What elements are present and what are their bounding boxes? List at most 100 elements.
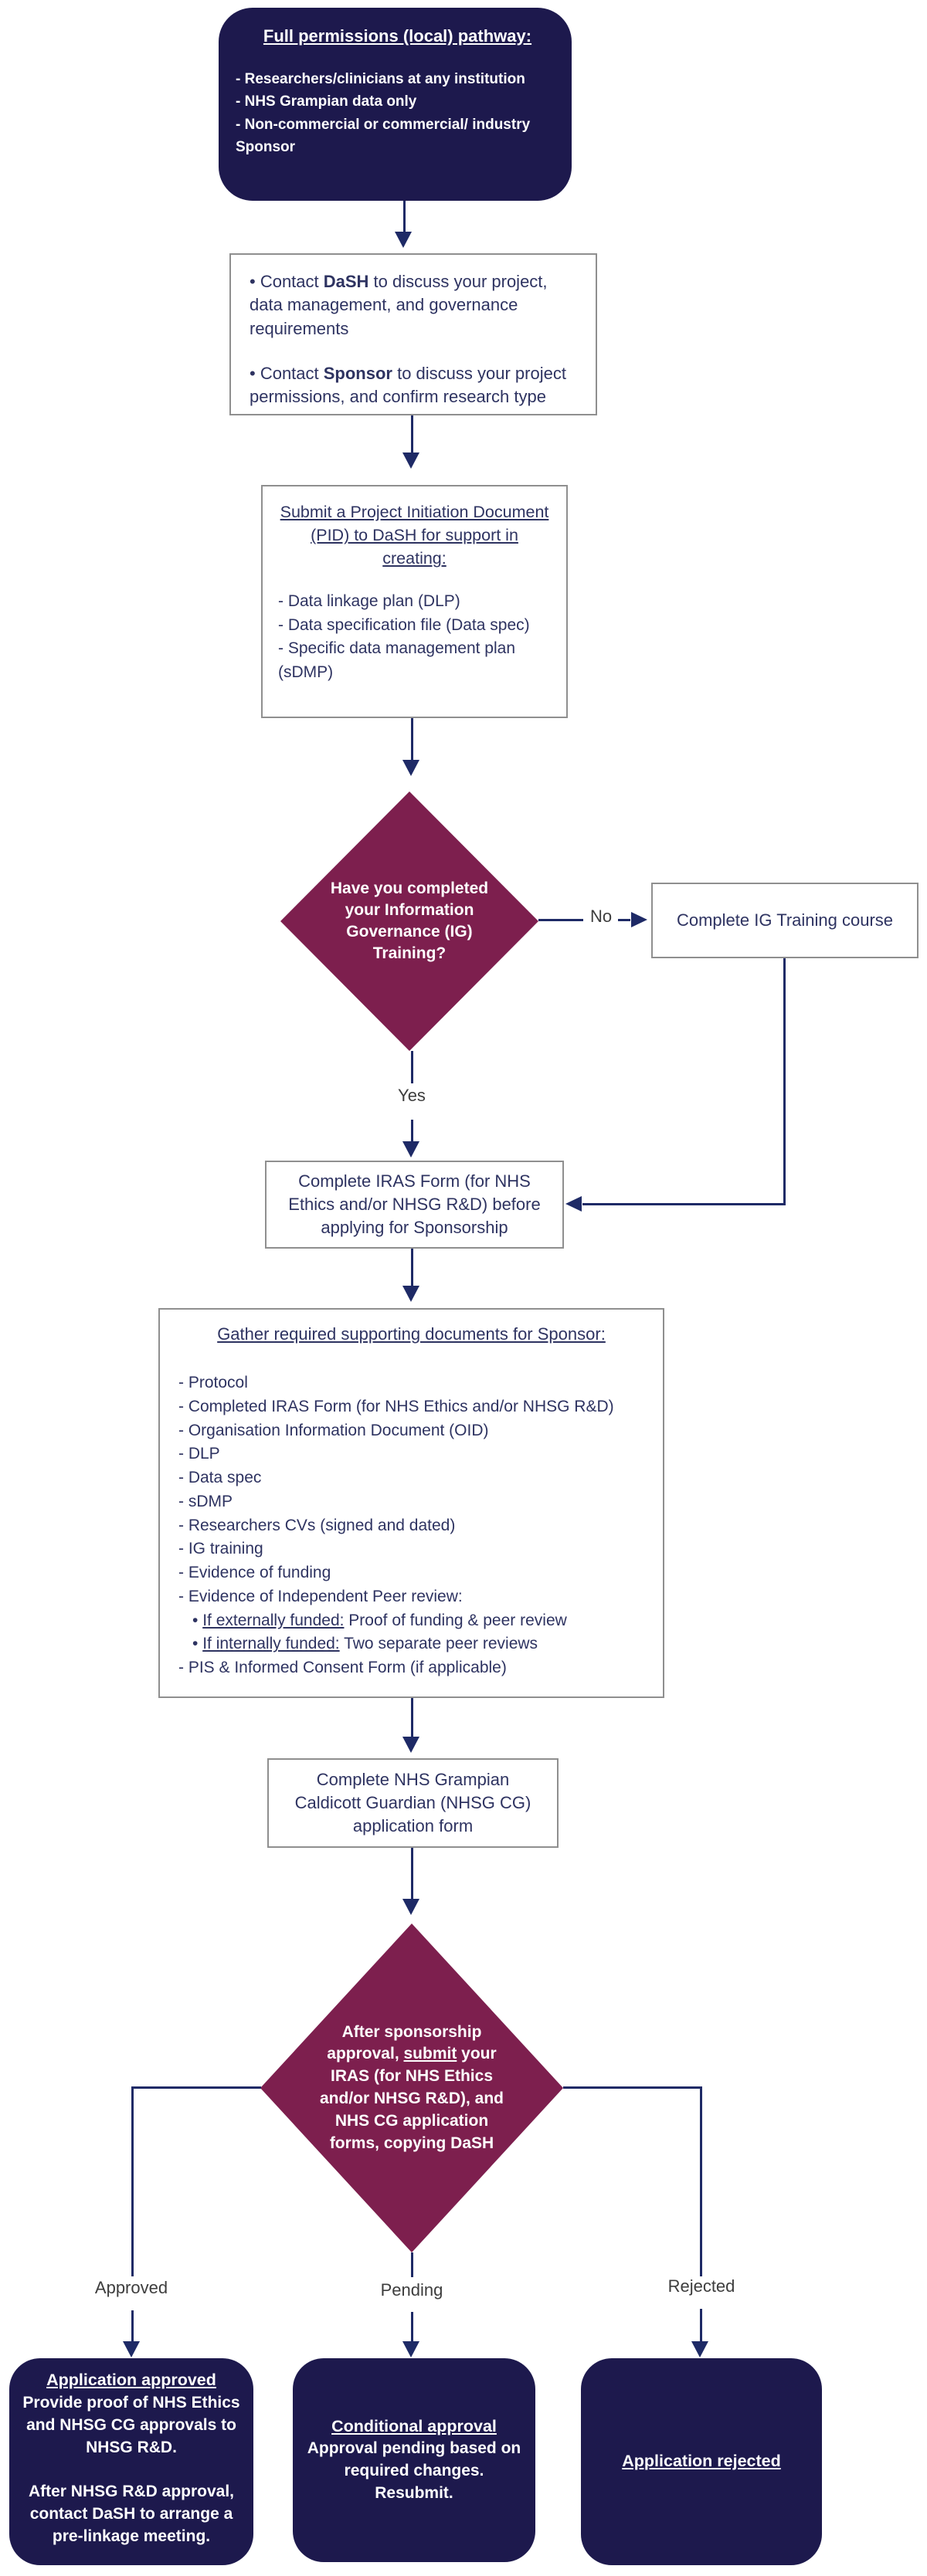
start-node-item: - NHS Grampian data only bbox=[236, 93, 417, 110]
connector-yes-branch bbox=[411, 1120, 413, 1141]
gather-item: - Researchers CVs (signed and dated) bbox=[178, 1516, 456, 1534]
conditional-outcome-body2: Resubmit. bbox=[375, 2484, 453, 2503]
pid-node-item: - Specific data management plan (sDMP) bbox=[278, 639, 516, 681]
gather-bullet-internal: • If internally funded: Two separate pee… bbox=[178, 1632, 644, 1656]
connector-approved-horizontal bbox=[131, 2086, 261, 2089]
connector-approved-vertical bbox=[131, 2086, 134, 2276]
connector-contact-pid bbox=[411, 415, 413, 454]
ig-decision-text: Have you completed your Information Gove… bbox=[330, 879, 489, 963]
iras-text: Complete IRAS Form (for NHS Ethics and/o… bbox=[288, 1171, 541, 1237]
pid-node: Submit a Project Initiation Document (PI… bbox=[261, 485, 568, 718]
connector-rejected-horizontal bbox=[563, 2086, 701, 2089]
arrowhead-down-icon bbox=[395, 232, 412, 248]
pid-node-heading: Submit a Project Initiation Document (PI… bbox=[280, 503, 549, 568]
ig-decision-diamond: Have you completed your Information Gove… bbox=[280, 791, 538, 1051]
connector-pending-vertical bbox=[411, 2312, 413, 2341]
contact-bullet-2-bold: Sponsor bbox=[323, 364, 392, 384]
gather-item: - sDMP bbox=[178, 1492, 233, 1510]
gather-item: - Evidence of Independent Peer review: bbox=[178, 1587, 463, 1605]
edge-label-rejected: Rejected bbox=[667, 2276, 735, 2296]
contact-node: • Contact DaSH to discuss your project, … bbox=[229, 253, 597, 415]
submit-decision-pre: After sponsorship approval, bbox=[327, 2022, 482, 2063]
arrowhead-down-icon bbox=[402, 760, 419, 776]
arrowhead-right-icon bbox=[631, 912, 647, 927]
connector-rejected-vertical bbox=[700, 2086, 702, 2276]
gather-bullet-underlined: If internally funded: bbox=[202, 1635, 340, 1653]
start-node-item: - Researchers/clinicians at any institut… bbox=[236, 71, 525, 87]
edge-label-no: No bbox=[589, 907, 613, 926]
connector-no-branch bbox=[538, 919, 583, 921]
arrowhead-down-icon bbox=[123, 2341, 140, 2357]
conditional-outcome-body1: Approval pending based on required chang… bbox=[307, 2439, 521, 2480]
contact-bullet-1-pre: • Contact bbox=[250, 272, 324, 291]
gather-documents-node: Gather required supporting documents for… bbox=[158, 1308, 664, 1698]
gather-heading: Gather required supporting documents for… bbox=[217, 1324, 606, 1344]
conditional-outcome-title: Conditional approval bbox=[331, 2416, 497, 2435]
gather-item: - Evidence of funding bbox=[178, 1564, 331, 1582]
pid-node-item: - Data specification file (Data spec) bbox=[278, 615, 530, 634]
submit-decision-diamond: After sponsorship approval, submit your … bbox=[260, 1924, 563, 2252]
conditional-outcome-node: Conditional approval Approval pending ba… bbox=[293, 2358, 535, 2562]
gather-item: - Completed IRAS Form (for NHS Ethics an… bbox=[178, 1397, 614, 1415]
gather-bullet-underlined: If externally funded: bbox=[202, 1611, 345, 1629]
gather-bullet-marker: • bbox=[192, 1635, 203, 1653]
arrowhead-down-icon bbox=[402, 1899, 419, 1915]
contact-bullet-1-bold: DaSH bbox=[323, 272, 369, 291]
submit-decision-text: After sponsorship approval, submit your … bbox=[314, 2022, 509, 2155]
rejected-outcome-node: Application rejected bbox=[581, 2358, 822, 2565]
connector-igtraining-iras-horizontal bbox=[582, 1203, 786, 1205]
arrowhead-down-icon bbox=[691, 2341, 708, 2357]
iras-node: Complete IRAS Form (for NHS Ethics and/o… bbox=[265, 1161, 564, 1249]
connector-approved-vertical bbox=[131, 2310, 134, 2341]
contact-bullet-1-rest: to discuss your project, data management… bbox=[250, 272, 548, 338]
contact-bullet-2: • Contact Sponsor to discuss your projec… bbox=[250, 362, 577, 409]
caldicott-guardian-text: Complete NHS Grampian Caldicott Guardian… bbox=[294, 1770, 531, 1835]
gather-bullet-rest: Two separate peer reviews bbox=[339, 1635, 538, 1653]
gather-item: - Organisation Information Document (OID… bbox=[178, 1421, 489, 1439]
start-node: Full permissions (local) pathway: - Rese… bbox=[219, 8, 572, 201]
connector-rejected-vertical bbox=[700, 2309, 702, 2341]
ig-training-node: Complete IG Training course bbox=[651, 883, 919, 958]
approved-outcome-title: Application approved bbox=[46, 2371, 216, 2389]
arrowhead-down-icon bbox=[402, 1286, 419, 1302]
connector-iras-gather bbox=[411, 1249, 413, 1286]
connector-pid-decision bbox=[411, 718, 413, 761]
approved-outcome-node: Application approved Provide proof of NH… bbox=[9, 2358, 253, 2565]
arrowhead-down-icon bbox=[402, 2341, 419, 2357]
gather-item: - PIS & Informed Consent Form (if applic… bbox=[178, 1659, 507, 1677]
gather-item: - Protocol bbox=[178, 1374, 248, 1392]
gather-bullet-rest: Proof of funding & peer review bbox=[344, 1611, 567, 1629]
contact-bullet-1: • Contact DaSH to discuss your project, … bbox=[250, 270, 577, 341]
arrowhead-down-icon bbox=[402, 1141, 419, 1158]
start-node-item: - Non-commercial or commercial/ industry… bbox=[236, 116, 531, 156]
connector-no-branch bbox=[618, 919, 630, 921]
start-node-title: Full permissions (local) pathway: bbox=[263, 26, 532, 46]
connector-yes-branch bbox=[411, 1051, 413, 1083]
arrowhead-down-icon bbox=[402, 1737, 419, 1753]
submit-decision-rest: your IRAS (for NHS Ethics and/or NHSG R&… bbox=[319, 2045, 504, 2152]
connector-start-contact bbox=[403, 201, 406, 233]
contact-bullet-2-rest: to discuss your project permissions, and… bbox=[250, 364, 566, 407]
ig-training-text: Complete IG Training course bbox=[676, 910, 894, 930]
pid-node-item: - Data linkage plan (DLP) bbox=[278, 592, 460, 611]
caldicott-guardian-node: Complete NHS Grampian Caldicott Guardian… bbox=[267, 1758, 559, 1848]
connector-gather-cg bbox=[411, 1698, 413, 1737]
edge-label-yes: Yes bbox=[398, 1086, 426, 1105]
gather-item: - Data spec bbox=[178, 1469, 262, 1487]
edge-label-approved: Approved bbox=[94, 2278, 168, 2297]
approved-outcome-body1: Provide proof of NHS Ethics and NHSG CG … bbox=[22, 2393, 240, 2456]
connector-cg-decision bbox=[411, 1848, 413, 1899]
contact-bullet-2-pre: • Contact bbox=[250, 364, 324, 384]
spacer bbox=[16, 2459, 246, 2481]
gather-item: - DLP bbox=[178, 1445, 220, 1463]
gather-bullet-marker: • bbox=[192, 1611, 203, 1629]
rejected-outcome-title: Application rejected bbox=[622, 2452, 781, 2471]
arrowhead-down-icon bbox=[402, 452, 419, 469]
connector-igtraining-iras-vertical bbox=[783, 958, 786, 1205]
connector-pending-vertical bbox=[411, 2252, 413, 2277]
edge-label-pending: Pending bbox=[380, 2280, 443, 2300]
approved-outcome-body2: After NHSG R&D approval, contact DaSH to… bbox=[28, 2482, 235, 2545]
submit-decision-underlined: submit bbox=[403, 2045, 457, 2063]
gather-bullet-external: • If externally funded: Proof of funding… bbox=[178, 1609, 644, 1633]
